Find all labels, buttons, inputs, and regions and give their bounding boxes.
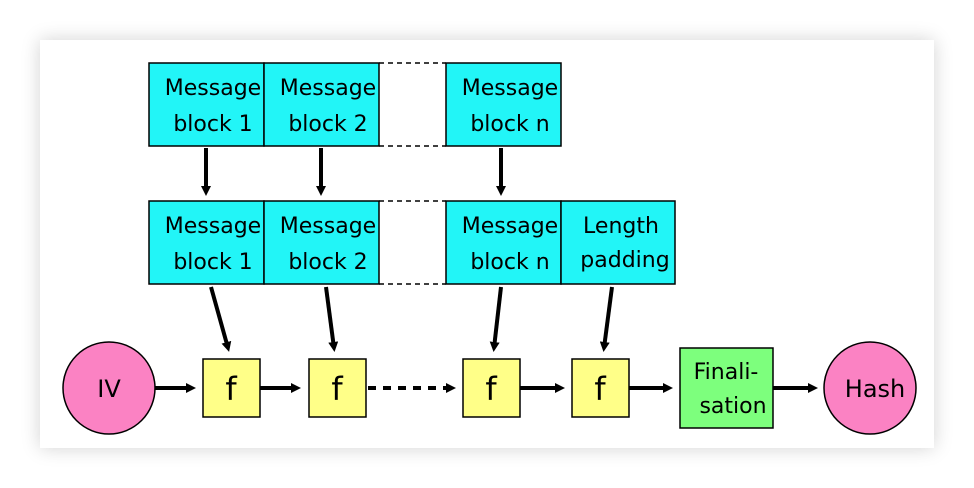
padded-block-n-line1: Message: [462, 214, 558, 239]
compression-function-1: f: [202, 358, 261, 418]
padded-block-2-line2: block 2: [288, 250, 367, 275]
arrow-length-padding-to-f4: [599, 286, 614, 352]
function-label-3: f: [485, 370, 497, 408]
padded-block-1-line1: Message: [165, 214, 261, 239]
padded-block-2-line1: Message: [280, 214, 376, 239]
padded-message-block-n: Message block n: [445, 200, 562, 285]
compression-function-4: f: [571, 358, 630, 418]
arrow-padded1-to-f1: [209, 286, 232, 352]
hash-node: Hash: [823, 341, 917, 435]
padded-message-block-1: Message block 1: [148, 200, 265, 285]
arrow-padded2-to-f2: [324, 286, 339, 352]
length-padding-line1: Length: [583, 214, 659, 239]
length-padding-block: Length padding: [560, 200, 676, 285]
compression-function-2: f: [308, 358, 367, 418]
padded-block-n-line2: block n: [470, 250, 549, 275]
input-message-block-2: Message block 2: [263, 62, 380, 147]
finalisation-line2: sation: [699, 394, 766, 419]
compression-function-3: f: [462, 358, 521, 418]
function-label-4: f: [594, 370, 606, 408]
input-block-2-line1: Message: [280, 76, 376, 101]
iv-label: IV: [97, 375, 121, 403]
input-block-n-line1: Message: [462, 76, 558, 101]
finalisation-line1: Finali-: [694, 360, 759, 385]
padded-message-block-2: Message block 2: [263, 200, 380, 285]
input-block-1-line1: Message: [165, 76, 261, 101]
function-label-1: f: [225, 370, 237, 408]
arrow-paddedn-to-f3: [489, 286, 503, 352]
input-ellipsis-dashes: [379, 62, 446, 147]
input-message-block-n: Message block n: [445, 62, 562, 147]
padded-ellipsis-dashes: [379, 200, 446, 285]
padded-block-1-line2: block 1: [173, 250, 252, 275]
input-block-1-line2: block 1: [173, 112, 252, 137]
input-message-block-1: Message block 1: [148, 62, 265, 147]
length-padding-line2: padding: [580, 248, 669, 273]
input-block-n-line2: block n: [470, 112, 549, 137]
iv-node: IV: [62, 341, 156, 435]
hash-label: Hash: [845, 375, 905, 403]
input-block-2-line2: block 2: [288, 112, 367, 137]
function-label-2: f: [331, 370, 343, 408]
finalisation-box: Finali- sation: [679, 347, 774, 429]
